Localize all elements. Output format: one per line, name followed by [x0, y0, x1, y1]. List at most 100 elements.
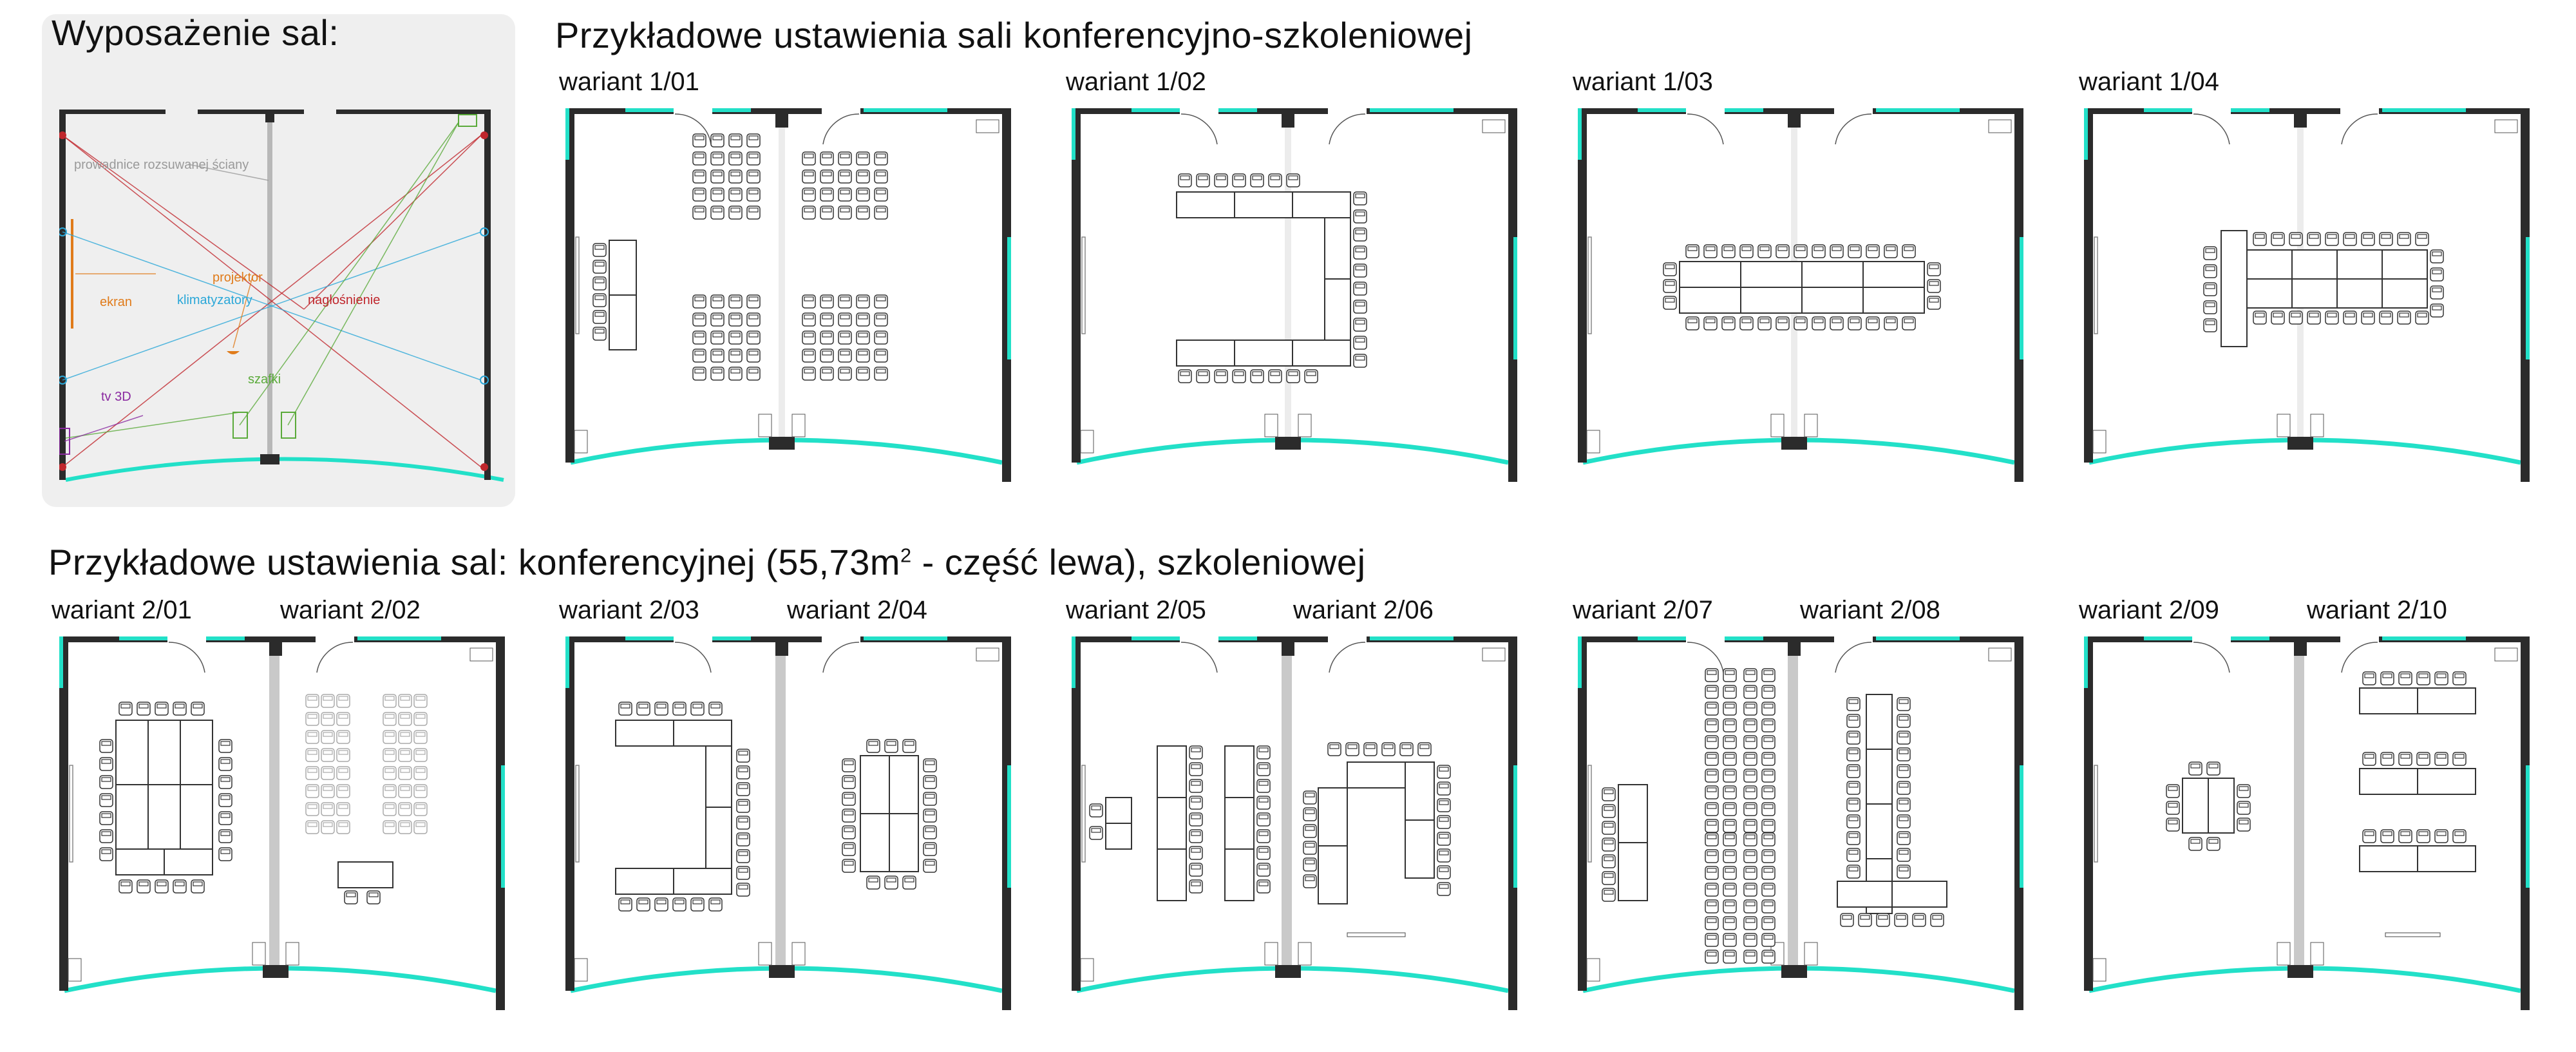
chair: [1353, 354, 1367, 368]
chair: [802, 312, 816, 327]
chair: [118, 702, 133, 716]
table: [615, 720, 674, 747]
chair: [802, 206, 816, 220]
chair: [1353, 191, 1367, 206]
chair: [1761, 702, 1776, 716]
chair: [2203, 318, 2217, 332]
chair: [99, 811, 113, 825]
chair: [1912, 913, 1926, 927]
floor-plan-2-03-2-04: [558, 630, 1021, 1029]
chair: [838, 151, 852, 166]
chair: [2430, 267, 2444, 282]
chair: [692, 169, 706, 184]
chair: [728, 133, 743, 148]
chair: [398, 712, 412, 726]
furniture-layout: [1663, 244, 1941, 330]
chair: [398, 820, 412, 834]
chair: [1256, 779, 1271, 793]
chair: [746, 312, 761, 327]
chair: [1705, 899, 1719, 913]
chair: [336, 694, 350, 708]
chair: [2415, 232, 2429, 246]
chair: [710, 151, 724, 166]
chair: [710, 206, 724, 220]
glass-right: [1513, 765, 1517, 888]
door-swing-right: [822, 113, 860, 145]
table: [115, 848, 165, 875]
chair: [1721, 244, 1736, 258]
chair: [856, 294, 870, 309]
chair: [99, 775, 113, 789]
table: [1679, 287, 1741, 314]
chair: [2380, 671, 2394, 685]
chair: [1256, 812, 1271, 827]
right-wall: [2014, 108, 2023, 482]
chair: [856, 312, 870, 327]
chair: [2343, 311, 2357, 325]
chair: [1884, 316, 1898, 330]
furniture-layout: [592, 133, 888, 381]
chair: [1743, 933, 1757, 947]
chair: [1846, 747, 1861, 761]
table: [1224, 848, 1255, 901]
door-swing-right: [1329, 642, 1366, 673]
chair: [592, 293, 607, 307]
variant-label-2-04: wariant 2/04: [787, 596, 927, 624]
chair: [923, 842, 937, 856]
table: [180, 720, 213, 785]
table: [1618, 842, 1648, 901]
chair: [1705, 832, 1719, 846]
chair: [413, 712, 428, 726]
chair: [1399, 742, 1414, 756]
glass-right: [1007, 765, 1011, 888]
chair: [1602, 871, 1616, 885]
chair: [618, 897, 632, 912]
chair: [2203, 264, 2217, 278]
chair: [728, 206, 743, 220]
chair: [2452, 671, 2467, 685]
screen: [575, 765, 580, 863]
chair: [1602, 804, 1616, 818]
cabinet-right: [281, 412, 296, 439]
chair: [654, 897, 668, 912]
chair: [736, 782, 750, 796]
chair: [728, 330, 743, 345]
chair: [2434, 752, 2448, 766]
chair: [746, 169, 761, 184]
chair: [383, 748, 397, 762]
chair: [1363, 742, 1378, 756]
chair: [218, 811, 232, 825]
chair: [99, 829, 113, 843]
chair: [1743, 718, 1757, 732]
table: [1176, 340, 1235, 367]
chair: [1663, 262, 1677, 276]
chair: [1848, 316, 1862, 330]
column-top: [2294, 108, 2307, 128]
chair: [1189, 762, 1203, 776]
chair: [1743, 899, 1757, 913]
lectern: [2385, 932, 2441, 937]
door-swing-right: [1835, 113, 1872, 145]
chair: [2237, 801, 2251, 815]
legend-label-track: prowadnice rozsuwanej ściany: [74, 158, 249, 172]
table: [2291, 278, 2338, 309]
right-wall: [1508, 636, 1517, 1010]
chair: [1189, 863, 1203, 877]
chair: [923, 859, 937, 873]
chair: [728, 349, 743, 363]
chair: [2203, 300, 2217, 314]
screen: [575, 236, 580, 334]
chair: [1417, 742, 1432, 756]
chair: [321, 802, 335, 816]
cabinet-right: [2310, 942, 2324, 966]
divider-wall: [269, 656, 279, 965]
chair: [2362, 752, 2376, 766]
chair: [736, 799, 750, 813]
variant-label-2-05: wariant 2/05: [1066, 596, 1206, 624]
chair: [692, 187, 706, 202]
left-wall: [59, 636, 68, 991]
chair: [838, 349, 852, 363]
cabinet-right: [1804, 942, 1818, 966]
chair: [710, 133, 724, 148]
chair: [1830, 316, 1844, 330]
